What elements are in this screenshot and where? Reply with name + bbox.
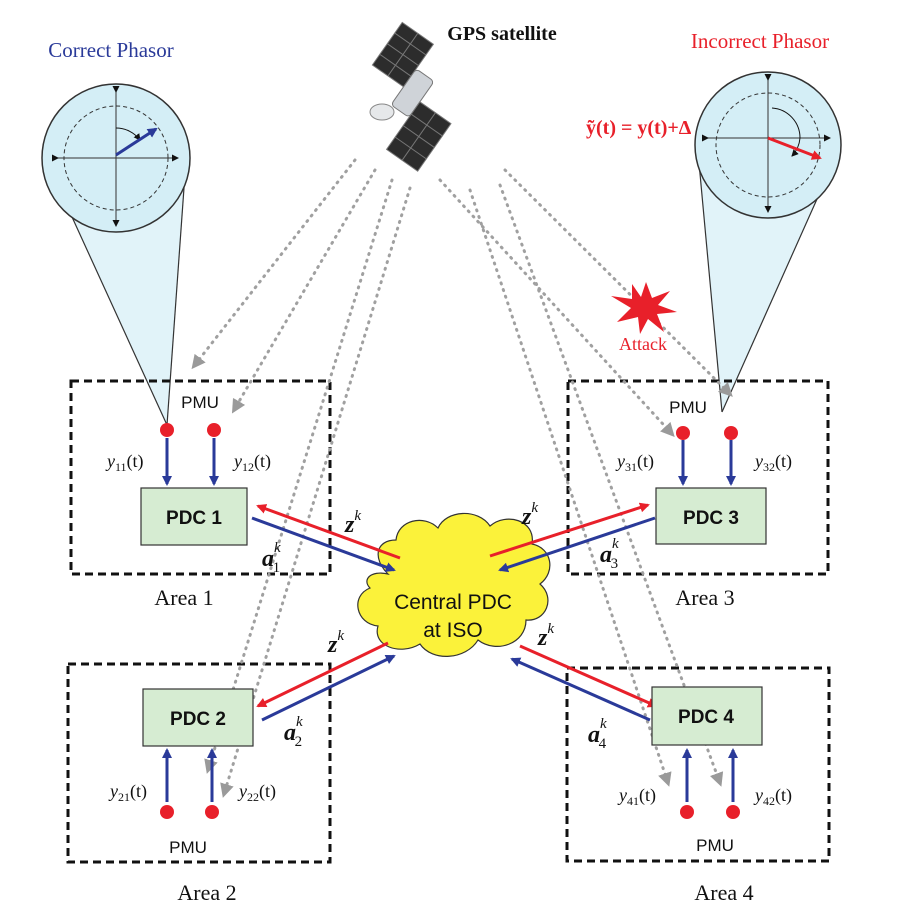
- pmu-42-dot: [726, 805, 740, 819]
- msg-z-area1: zk: [344, 508, 361, 538]
- pmu-1-label: PMU: [181, 393, 219, 412]
- central-pdc-line1: Central PDC: [394, 591, 512, 614]
- pdc-3-label: PDC 3: [683, 508, 739, 529]
- pdc-4-label: PDC 4: [678, 707, 734, 728]
- pmu-3-label: PMU: [669, 398, 707, 417]
- incorrect-phasor-lens: [694, 71, 842, 413]
- pdc-central-arrows: [251, 502, 658, 722]
- signal-y32: y32(t): [753, 451, 792, 474]
- msg-z-area3: zk: [521, 500, 538, 530]
- msg-z-area2: zk: [327, 628, 344, 658]
- area-4-label: Area 4: [694, 880, 753, 905]
- signal-y31: y31(t): [615, 451, 654, 474]
- area-3-box: [566, 379, 830, 576]
- pmu-41-dot: [680, 805, 694, 819]
- attack-star-icon: [611, 282, 677, 334]
- incorrect-phasor-formula: ỹ(t) = y(t)+Δ: [586, 117, 692, 139]
- attack-label: Attack: [619, 334, 667, 354]
- pmu-4-label: PMU: [696, 836, 734, 855]
- msg-z-area4: zk: [537, 621, 554, 651]
- signal-y21: y21(t): [108, 781, 147, 804]
- pmu-2-label: PMU: [169, 838, 207, 857]
- pdc-2-label: PDC 2: [170, 709, 226, 730]
- pmu-22-dot: [205, 805, 219, 819]
- pmu-32-dot: [724, 426, 738, 440]
- gps-timing-links: [191, 158, 733, 798]
- central-pdc-line2: at ISO: [423, 619, 483, 642]
- correct-phasor-label: Correct Phasor: [48, 38, 173, 62]
- pmu-12-dot: [207, 423, 221, 437]
- area-2-box: [66, 662, 332, 864]
- area-1-label: Area 1: [154, 585, 213, 610]
- signal-y22: y22(t): [237, 781, 276, 804]
- area-1-box: [69, 379, 332, 576]
- pdc-1-box: [140, 487, 248, 546]
- pmu-11-dot: [160, 423, 174, 437]
- signal-y11: y11(t): [105, 451, 144, 474]
- satellite-label: GPS satellite: [447, 23, 557, 45]
- pdc-3-box: [655, 487, 767, 545]
- correct-phasor-lens: [41, 83, 191, 426]
- area-2-label: Area 2: [177, 880, 236, 905]
- pmu-31-dot: [676, 426, 690, 440]
- signal-y41: y41(t): [617, 785, 656, 808]
- signal-y12: y12(t): [232, 451, 271, 474]
- central-pdc-cloud: [357, 512, 551, 657]
- pdc-2-box: [142, 688, 254, 747]
- gps-satellite-icon: [369, 21, 452, 172]
- area-4-box: [565, 666, 831, 863]
- area-3-label: Area 3: [675, 585, 734, 610]
- incorrect-phasor-label: Incorrect Phasor: [691, 29, 829, 53]
- pdc-4-box: [651, 686, 763, 746]
- pdc-1-label: PDC 1: [166, 508, 222, 529]
- signal-y42: y42(t): [753, 785, 792, 808]
- pmu-21-dot: [160, 805, 174, 819]
